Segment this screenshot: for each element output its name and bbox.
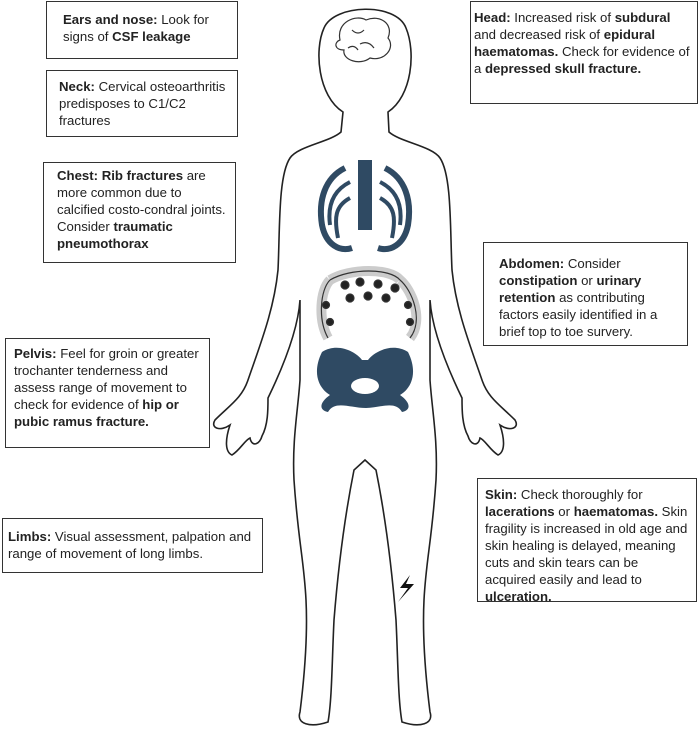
callout-text: as contributing factors easily identifie…	[499, 290, 658, 339]
skin-callout: Skin: Check thoroughly for lacerations o…	[477, 478, 697, 604]
callout-emphasis-text: Pelvis:	[14, 346, 57, 361]
callout-text: or	[554, 504, 574, 519]
callout-text: Check for evidence of a	[474, 44, 690, 76]
callout-emphasis-text: hip or pubic ramus fracture.	[14, 397, 179, 429]
callout-emphasis-text: Abdomen:	[499, 256, 565, 271]
callout-text: Visual assessment, palpation and range o…	[8, 529, 252, 561]
head-callout: Head: Increased risk of subdural and dec…	[470, 1, 698, 104]
callout-emphasis-text: depressed skull fracture.	[485, 61, 642, 76]
pelvis-callout: Pelvis: Feel for groin or greater trocha…	[5, 338, 210, 448]
limbs-callout: Limbs: Visual assessment, palpation and …	[2, 518, 263, 573]
callout-text: Cervical osteoarthritis predisposes to C…	[59, 79, 226, 128]
pelvis-icon	[316, 347, 414, 412]
callout-emphasis-text: Limbs:	[8, 529, 52, 544]
callout-text: and decreased risk of	[474, 27, 604, 42]
callout-emphasis-text: epidural haematomas.	[474, 27, 656, 59]
abdomen-callout: Abdomen: Consider constipation or urinar…	[483, 242, 688, 346]
callout-text: Increased risk of	[510, 10, 615, 25]
callout-emphasis-text: urinary retention	[499, 273, 642, 305]
callout-emphasis-text: lacerations	[485, 504, 555, 519]
callout-emphasis-text: traumatic pneumothorax	[57, 219, 173, 251]
callout-emphasis-text: haematomas.	[573, 504, 658, 519]
callout-emphasis-text: Ears and nose:	[63, 12, 158, 27]
callout-text: Skin fragility is increased in old age a…	[485, 504, 688, 587]
callout-emphasis-text: constipation	[499, 273, 578, 288]
callout-text: Consider	[564, 256, 621, 271]
ribcage-icon	[317, 160, 413, 252]
ears-nose-callout: Ears and nose: Look for signs of CSF lea…	[46, 1, 238, 59]
callout-emphasis-text: subdural	[614, 10, 671, 25]
callout-emphasis-text: Chest: Rib fractures	[57, 168, 184, 183]
callout-text: Look for signs of	[63, 12, 209, 44]
callout-text: Check thoroughly for	[517, 487, 643, 502]
callout-emphasis-text: ulceration.	[485, 589, 552, 604]
laceration-icon	[398, 575, 414, 602]
intestines-icon	[316, 266, 422, 342]
callout-emphasis-text: Neck:	[59, 79, 95, 94]
body-outline	[212, 8, 518, 726]
neck-callout: Neck: Cervical osteoarthritis predispose…	[46, 70, 238, 137]
callout-emphasis-text: Head:	[474, 10, 511, 25]
callout-text: Feel for groin or greater trochanter ten…	[14, 346, 199, 412]
callout-emphasis-text: Skin:	[485, 487, 518, 502]
callout-emphasis-text: CSF leakage	[112, 29, 191, 44]
callout-text: are more common due to calcified costo-c…	[57, 168, 226, 217]
brain-icon	[335, 17, 392, 63]
chest-callout: Chest: Rib fractures are more common due…	[43, 162, 236, 263]
callout-text: Consider	[57, 219, 114, 234]
callout-text: or	[577, 273, 597, 288]
